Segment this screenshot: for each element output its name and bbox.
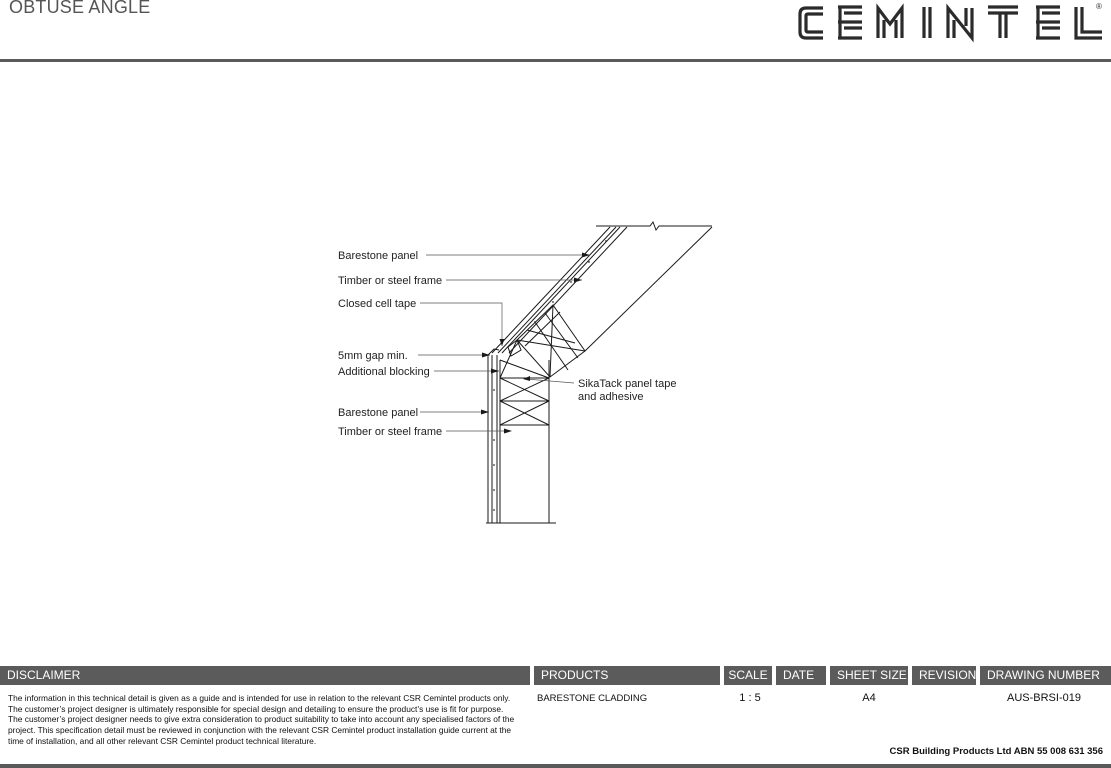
leader-lines bbox=[418, 254, 590, 432]
label-gap: 5mm gap min. bbox=[338, 350, 408, 362]
disclaimer-header: DISCLAIMER bbox=[0, 666, 530, 685]
company-abn: CSR Building Products Ltd ABN 55 008 631… bbox=[889, 746, 1103, 757]
section-detail-drawing: Barestone panel Timber or steel frame Cl… bbox=[338, 220, 713, 524]
label-sikatack-line2: and adhesive bbox=[578, 391, 643, 403]
label-sikatack-line1: SikaTack panel tape bbox=[578, 378, 676, 390]
products-value: BARESTONE CLADDING bbox=[537, 693, 648, 704]
label-frame-bottom: Timber or steel frame bbox=[338, 426, 442, 438]
label-barestone-panel-bottom: Barestone panel bbox=[338, 407, 418, 419]
registered-mark: ® bbox=[1096, 2, 1102, 11]
structure-linework bbox=[486, 220, 713, 524]
header-rule bbox=[0, 59, 1111, 62]
date-header: DATE bbox=[776, 666, 826, 685]
fixing-dots bbox=[493, 240, 607, 511]
revision-header: REVISION bbox=[912, 666, 976, 685]
drawing-number-value: AUS-BRSI-019 bbox=[1007, 692, 1081, 704]
label-closed-cell-tape: Closed cell tape bbox=[338, 298, 416, 310]
disclaimer-text: The information in this technical detail… bbox=[8, 693, 515, 746]
products-header: PRODUCTS bbox=[534, 666, 720, 685]
drawing-title: OBTUSE ANGLE bbox=[9, 0, 151, 17]
cemintel-logo: ® bbox=[798, 2, 1102, 43]
scale-header: SCALE bbox=[724, 666, 772, 685]
drawing-number-header: DRAWING NUMBER bbox=[980, 666, 1111, 685]
label-additional-blocking: Additional blocking bbox=[338, 366, 430, 378]
sheet-size-header: SHEET SIZE bbox=[830, 666, 908, 685]
label-barestone-panel-top: Barestone panel bbox=[338, 250, 418, 262]
sheet-size-value: A4 bbox=[862, 692, 876, 704]
footer-rule bbox=[0, 764, 1111, 768]
label-frame-top: Timber or steel frame bbox=[338, 275, 442, 287]
leader-arrowheads bbox=[481, 252, 590, 434]
scale-value: 1 : 5 bbox=[739, 692, 761, 704]
